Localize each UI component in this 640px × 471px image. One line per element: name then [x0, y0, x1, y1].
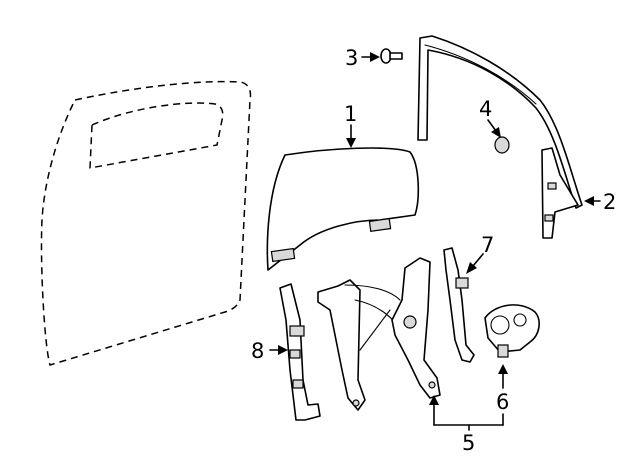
door-outline [40, 80, 252, 366]
callout-5: 5 [462, 431, 475, 455]
callout-1: 1 [344, 102, 357, 126]
leader-lines [269, 52, 601, 431]
callout-4: 4 [479, 97, 492, 121]
window-regulator [317, 257, 441, 411]
door-glass [266, 147, 420, 271]
callout-3: 3 [345, 46, 358, 70]
rear-guide [443, 247, 475, 363]
guide-rail [279, 283, 321, 421]
window-channel [417, 35, 583, 239]
callout-8: 8 [251, 339, 264, 363]
fastener-bolt [380, 48, 403, 64]
callout-7: 7 [481, 233, 494, 257]
callout-6: 6 [496, 390, 509, 414]
grommet [494, 136, 510, 154]
window-motor [484, 304, 540, 358]
callout-2: 2 [603, 190, 616, 214]
